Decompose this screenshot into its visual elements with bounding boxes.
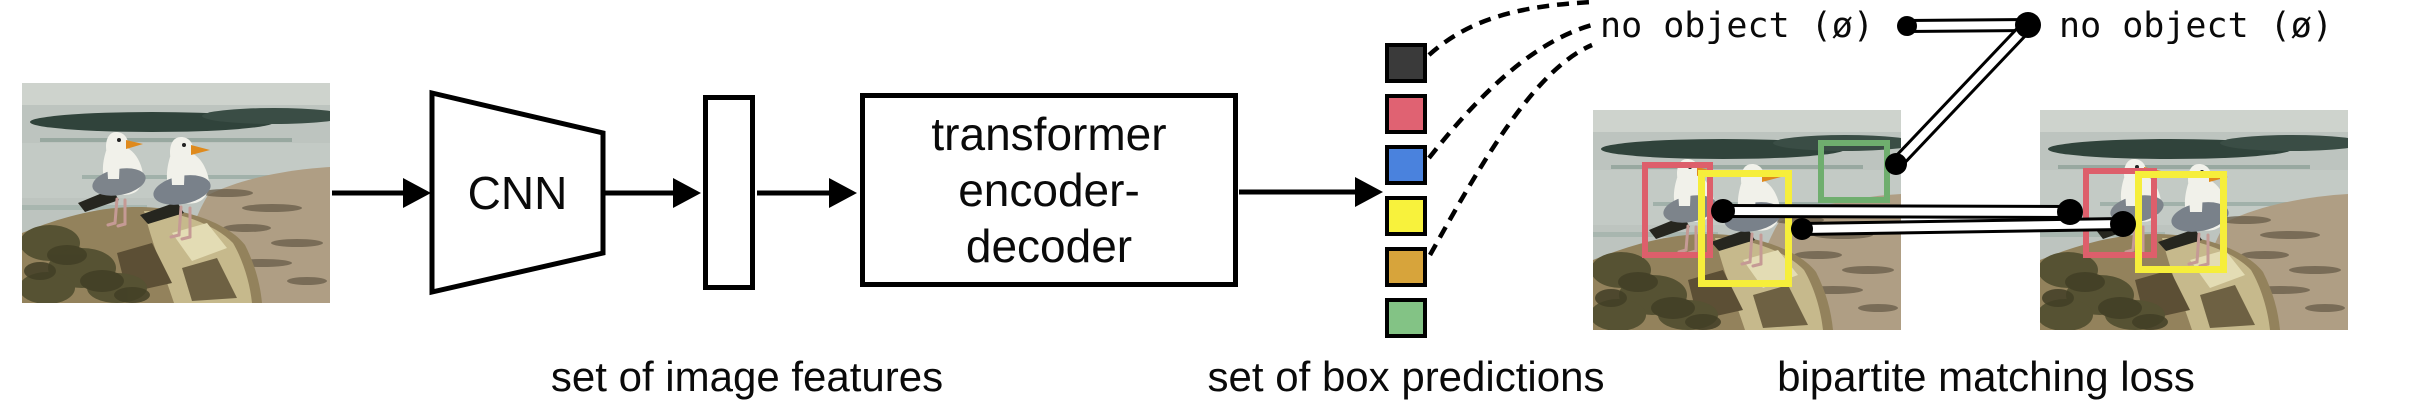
transformer-box: transformer encoder- decoder [860,93,1238,287]
transformer-line-3: decoder [965,220,1133,272]
prediction-bbox-green [1818,140,1890,203]
prediction-square-yellow [1385,196,1427,236]
match-dot-no-object-left [1897,16,1917,36]
match-edge-green-to-no-object [1890,20,2034,169]
input-image-art [22,83,330,303]
prediction-square-gold [1385,247,1427,287]
no-object-label-right: no object (ø) [2059,6,2333,46]
ground-truth-bbox-red [2083,168,2157,258]
prediction-square-green [1385,298,1427,338]
prediction-square-red [1385,94,1427,134]
input-image [22,83,330,303]
dashed-link-gold-square [1428,42,1593,257]
no-object-label-left: no object (ø) [1600,6,1874,46]
caption-matching-loss: bipartite matching loss [1777,353,2195,400]
arrowhead-1 [403,178,431,208]
arrowhead-3 [829,178,857,208]
caption-box-predictions: set of box predictions [1207,353,1605,400]
arrowhead-4 [1355,177,1383,207]
feature-vector-box [703,95,755,290]
match-edge-no-object [1906,18,2029,33]
ground-truth-bbox-yellow [2135,171,2227,273]
arrowhead-2 [673,178,701,208]
caption-image-features: set of image features [550,353,944,400]
match-dot-no-object-right [2015,12,2041,38]
box-predictions-column [1385,43,1427,338]
dashed-link-dark-square [1427,0,1593,57]
prediction-bbox-red [1642,162,1713,258]
transformer-line-1: transformer [931,108,1167,160]
predictions-image [1593,110,1901,330]
dashed-link-blue-square [1427,22,1593,160]
cnn-label: CNN [467,167,568,219]
prediction-square-dark [1385,43,1427,83]
prediction-bbox-yellow [1698,170,1792,287]
no-object-dashed-links [1427,0,1593,257]
transformer-line-2: encoder- [958,164,1140,216]
ground-truth-image [2040,110,2348,330]
prediction-square-blue [1385,145,1427,185]
